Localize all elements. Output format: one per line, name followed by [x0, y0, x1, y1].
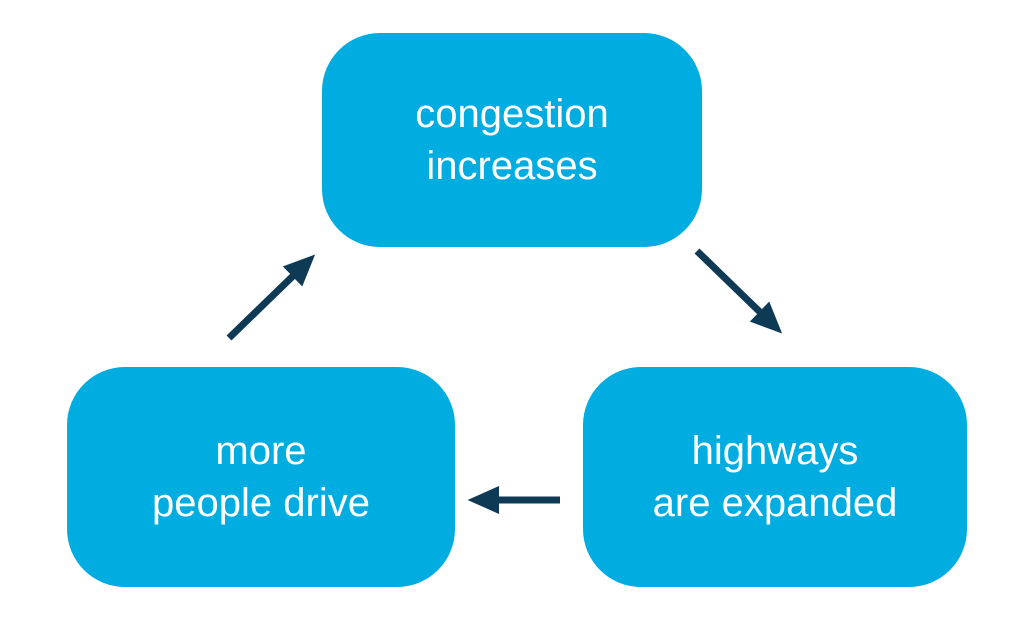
arrow-drive-to-congestion-icon [226, 254, 316, 341]
node-label-line: congestion [415, 92, 609, 136]
arrow-congestion-to-highways-icon [694, 248, 783, 334]
node-label-line: are expanded [652, 481, 898, 525]
node-label-line: highways [691, 429, 859, 473]
node-highways-are-expanded: highways are expanded [583, 367, 967, 587]
node-congestion-increases: congestion increases [322, 33, 702, 247]
node-label-line: more [215, 429, 307, 473]
node-more-people-drive: more people drive [67, 367, 455, 587]
node-label-line: increases [426, 144, 598, 188]
node-label-line: people drive [152, 481, 370, 525]
